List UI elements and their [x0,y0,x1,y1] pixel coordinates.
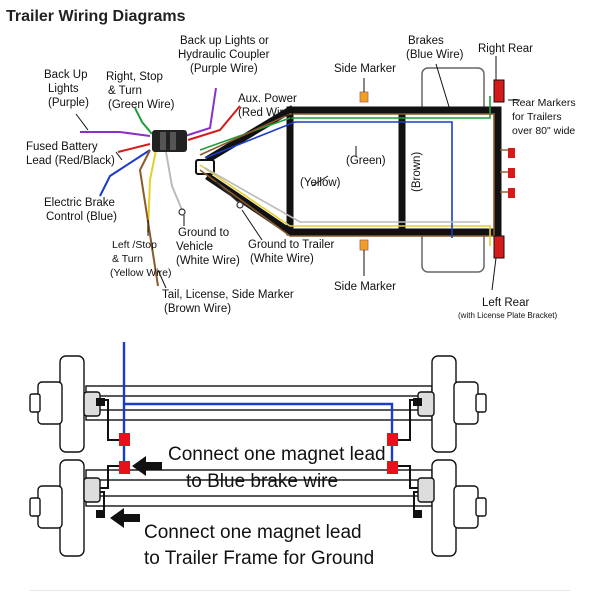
label-ground-trailer: Ground to Trailer(White Wire) [248,239,334,265]
connector-plug [152,130,187,152]
wheel-right-top [421,67,485,113]
magnet-connectors [119,433,398,474]
ground-bracket-right [413,510,422,518]
bottom-divider [30,590,570,591]
leader-lines [75,56,520,291]
label-left-rear: Left Rear [482,297,529,309]
label-left-rear-note: (with License Plate Bracket) [458,311,557,320]
hub-lower-left [29,459,101,557]
vehicle-harness [80,87,241,287]
hub-lower-right [417,459,487,557]
label-side-marker-top: Side Marker [334,63,396,75]
label-left-stop-turn: Left /Stop& Turn(Yellow Wire) [110,239,171,279]
label-yellow: (Yellow) [300,177,341,189]
label-tail-license: Tail, License, Side Marker(Brown Wire) [162,289,294,315]
label-green: (Green) [346,155,386,167]
frame-wires [199,96,495,246]
label-side-marker-bottom: Side Marker [334,281,396,293]
ground-vehicle-screw [178,208,186,216]
rear-markers-stack [500,148,515,198]
right-rear-light [493,79,505,103]
label-aux-power: Aux. Power(Red Wire) [238,93,297,119]
callout-arrows [110,456,162,528]
hub-upper-left [29,355,101,453]
label-brakes: Brakes(Blue Wire) [406,35,464,61]
ground-trailer-screw [236,201,244,209]
trailer-frame [205,105,502,237]
label-right-stop-turn: Right, Stop& Turn(Green Wire) [106,71,175,111]
hub-upper-right [417,355,487,453]
label-brown: (Brown) [411,152,423,192]
side-marker-bottom-light [359,239,369,251]
page-title: Trailer Wiring Diagrams [6,8,186,25]
left-rear-light [493,235,505,259]
label-right-rear: Right Rear [478,43,533,55]
ground-bracket-left [96,510,105,518]
side-marker-top-light [359,91,369,103]
